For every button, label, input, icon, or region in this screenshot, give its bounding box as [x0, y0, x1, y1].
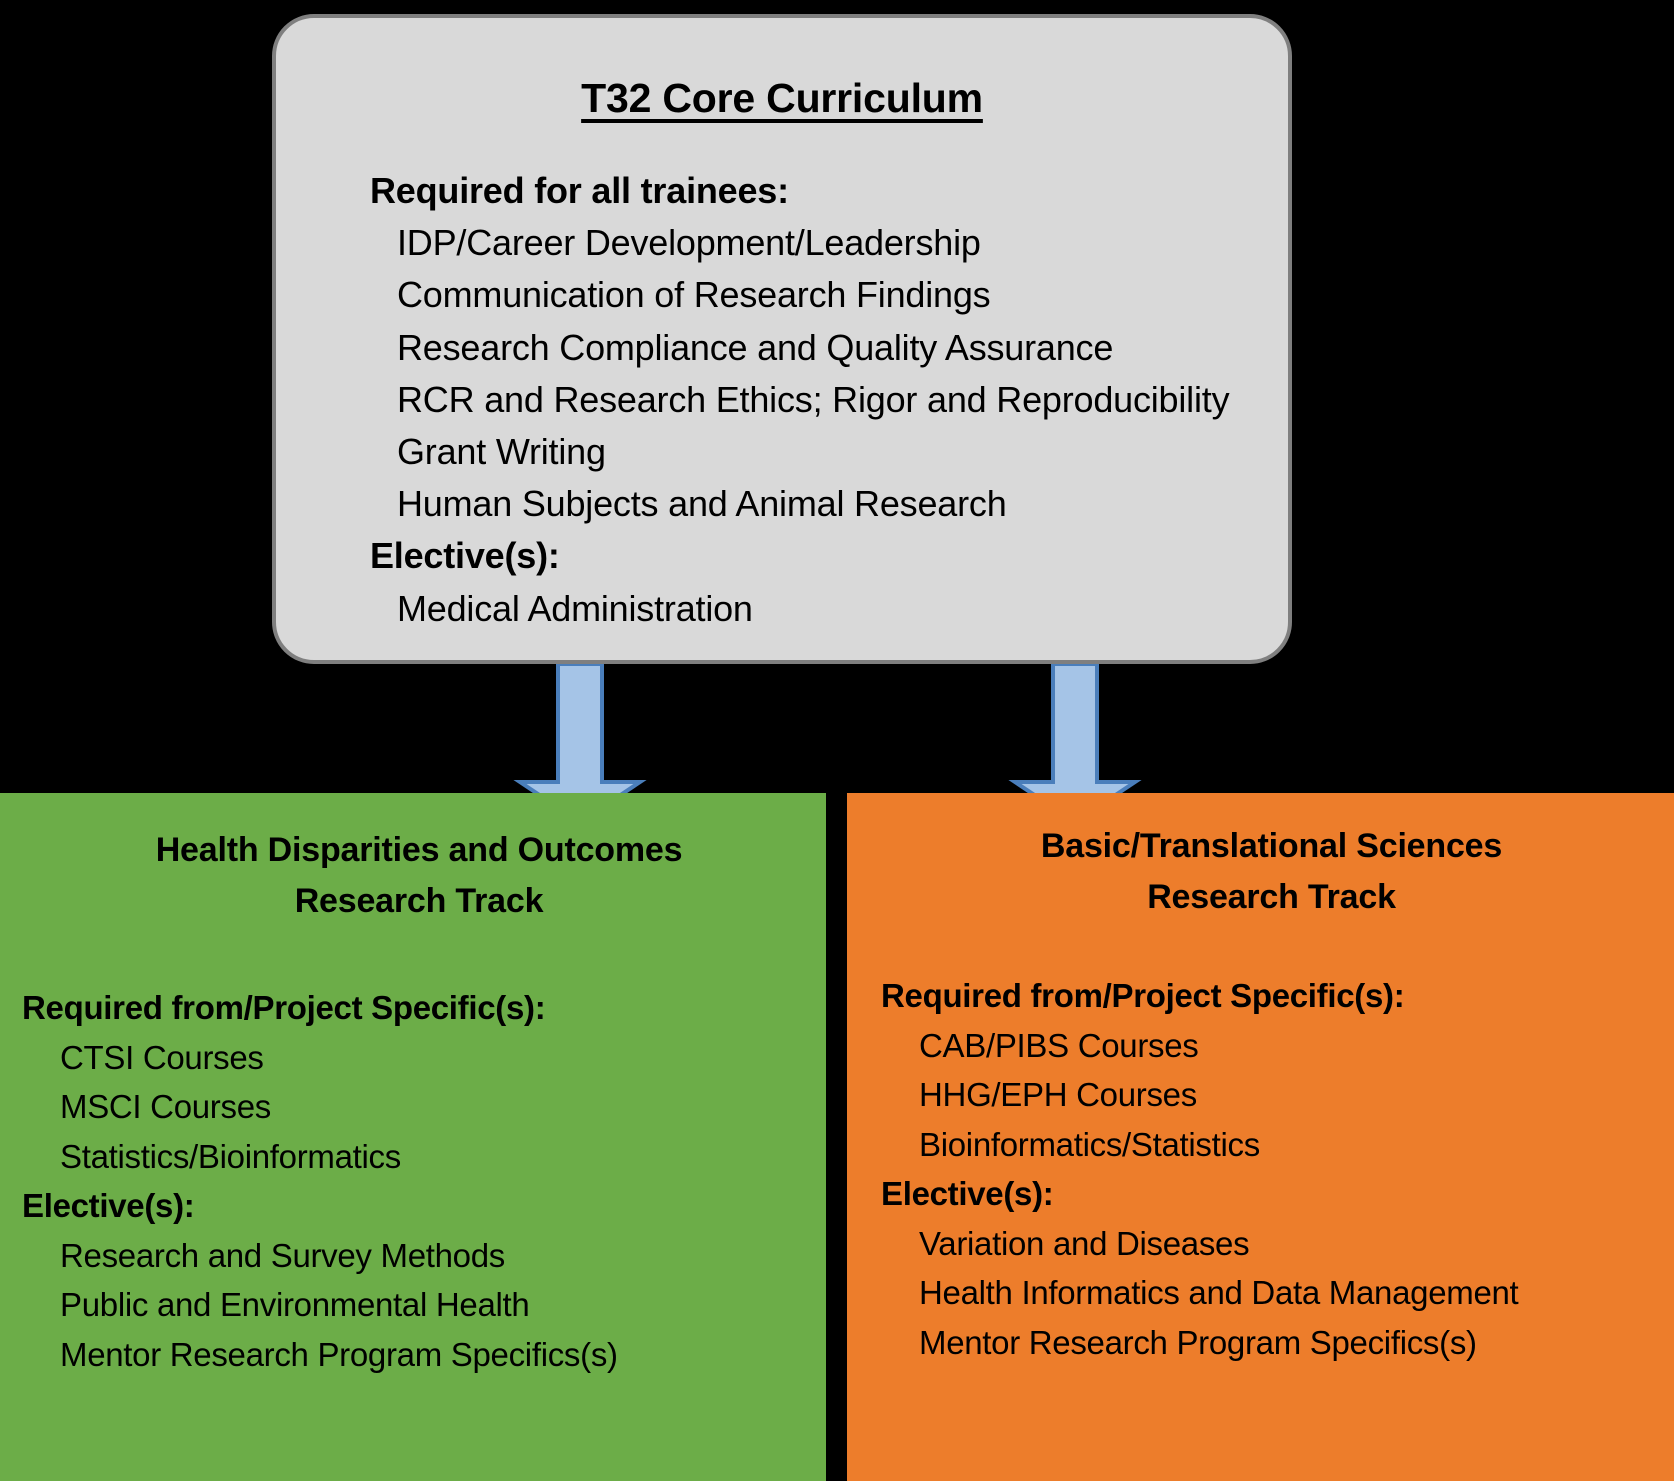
- core-curriculum-title: T32 Core Curriculum: [581, 75, 983, 121]
- green-track-title: Health Disparities and Outcomes Research…: [22, 825, 816, 927]
- orange-required-heading: Required from/Project Specific(s):: [881, 977, 1405, 1014]
- core-curriculum-box: T32 Core Curriculum Required for all tra…: [272, 14, 1292, 664]
- core-required-heading: Required for all trainees:: [370, 170, 789, 212]
- orange-track-title-line1: Basic/Translational Sciences: [1040, 827, 1503, 865]
- core-required-item: Grant Writing: [397, 431, 606, 473]
- green-required-item: CTSI Courses: [60, 1038, 264, 1076]
- green-required-item: MSCI Courses: [60, 1088, 271, 1125]
- green-elective-heading: Elective(s):: [22, 1187, 195, 1224]
- green-elective-item: Public and Environmental Health: [60, 1286, 530, 1323]
- orange-track-body: Required from/Project Specific(s): CAB/P…: [875, 971, 1668, 1367]
- orange-track-title: Basic/Translational Sciences Research Tr…: [875, 821, 1668, 923]
- green-track-title-line1: Health Disparities and Outcomes: [155, 831, 683, 869]
- core-required-item: RCR and Research Ethics; Rigor and Repro…: [397, 378, 1230, 420]
- green-elective-item: Research and Survey Methods: [60, 1236, 505, 1274]
- green-required-heading: Required from/Project Specific(s):: [22, 989, 546, 1026]
- health-disparities-track-panel: Health Disparities and Outcomes Research…: [0, 793, 826, 1481]
- core-elective-heading: Elective(s):: [370, 535, 560, 577]
- green-elective-item: Mentor Research Program Specifics(s): [60, 1335, 618, 1373]
- orange-required-item: Bioinformatics/Statistics: [919, 1125, 1260, 1163]
- core-required-item: Research Compliance and Quality Assuranc…: [397, 326, 1114, 368]
- basic-translational-track-panel: Basic/Translational Sciences Research Tr…: [847, 793, 1674, 1481]
- orange-required-item: HHG/EPH Courses: [919, 1076, 1197, 1113]
- green-track-title-line2: Research Track: [294, 882, 544, 920]
- core-required-item: Human Subjects and Animal Research: [397, 483, 1007, 525]
- orange-elective-item: Health Informatics and Data Management: [919, 1274, 1519, 1311]
- orange-track-title-line2: Research Track: [1147, 878, 1396, 916]
- core-required-item: Communication of Research Findings: [397, 274, 991, 316]
- green-track-body: Required from/Project Specific(s): CTSI …: [22, 983, 816, 1379]
- orange-elective-item: Mentor Research Program Specifics(s): [919, 1323, 1477, 1361]
- green-required-item: Statistics/Bioinformatics: [60, 1137, 401, 1175]
- core-elective-item: Medical Administration: [397, 587, 753, 629]
- core-required-item: IDP/Career Development/Leadership: [397, 222, 981, 264]
- orange-elective-heading: Elective(s):: [881, 1175, 1054, 1212]
- core-curriculum-body: Required for all trainees: IDP/Career De…: [310, 165, 1254, 635]
- orange-elective-item: Variation and Diseases: [919, 1224, 1250, 1262]
- orange-required-item: CAB/PIBS Courses: [919, 1026, 1199, 1064]
